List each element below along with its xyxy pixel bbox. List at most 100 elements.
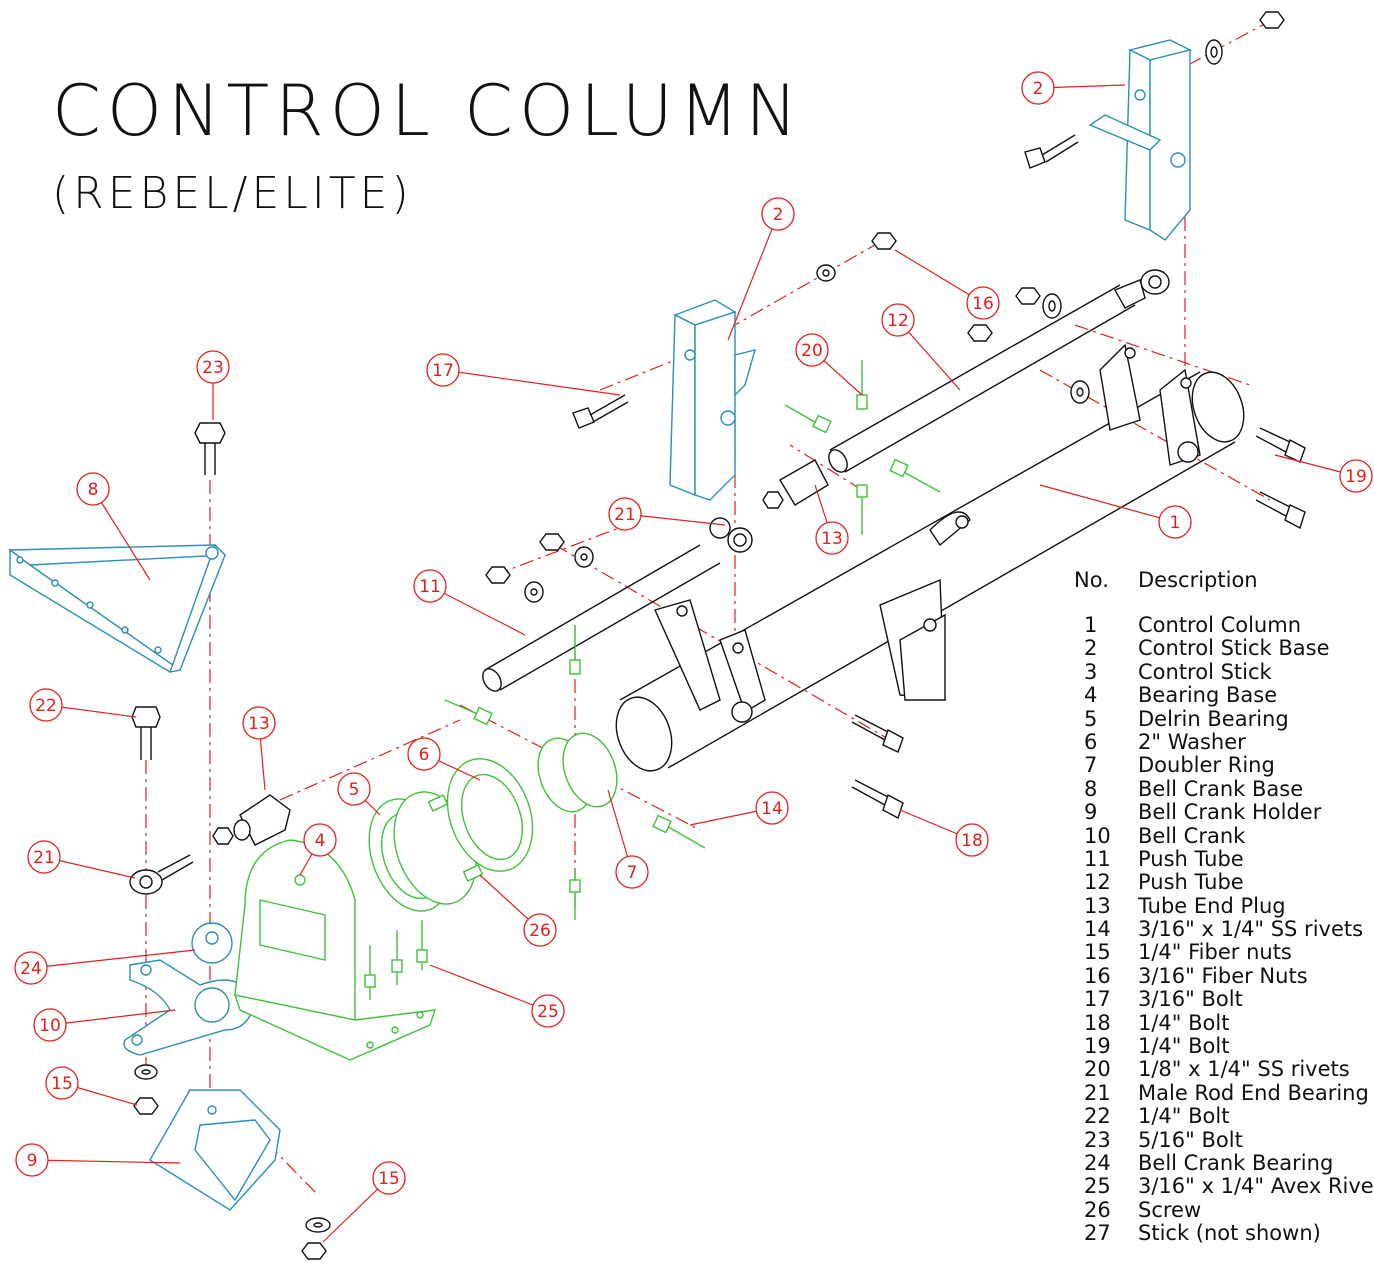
part-description: 1/4" Bolt — [1138, 1035, 1230, 1059]
callout-circle — [755, 791, 789, 825]
part-description: Tube End Plug — [1138, 894, 1286, 918]
callout-label: 2 — [1033, 79, 1044, 99]
callout-balloon: 26 — [523, 913, 557, 947]
part-description: Delrin Bearing — [1138, 707, 1289, 731]
part-number: 9 — [1084, 800, 1098, 825]
part-number: 6 — [1084, 729, 1098, 754]
callout-label: 13 — [248, 714, 270, 734]
drawing-title: CONTROL COLUMN — [52, 70, 804, 152]
part-description: Control Stick — [1138, 660, 1272, 684]
callout-balloon: 13 — [242, 706, 276, 740]
part-number: 19 — [1084, 1034, 1111, 1059]
callout-circle — [407, 737, 441, 771]
callout-balloon: 10 — [33, 1008, 67, 1042]
callout-circle — [1339, 459, 1373, 493]
callout-circle — [531, 994, 565, 1028]
part-number: 5 — [1084, 706, 1098, 731]
part-description: 1/8" x 1/4" SS rivets — [1138, 1058, 1350, 1082]
callout-leader-line — [894, 249, 984, 304]
part-number: 16 — [1084, 963, 1111, 988]
callout-label: 1 — [1170, 513, 1181, 533]
callout-balloon: 12 — [881, 303, 915, 337]
callout-balloon: 7 — [615, 855, 649, 889]
header-description: Description — [1138, 568, 1258, 592]
callout-label: 5 — [349, 780, 360, 800]
control-column-tube — [615, 343, 1245, 772]
part-number: 13 — [1084, 893, 1111, 918]
callout-label: 13 — [821, 529, 843, 549]
part-number: 11 — [1084, 846, 1111, 871]
part-description: Male Rod End Bearing — [1138, 1081, 1369, 1105]
part-description: 2" Washer — [1138, 730, 1246, 754]
part-number: 18 — [1084, 1010, 1111, 1035]
parts-table-row: 11 Push Tube — [1074, 846, 1374, 871]
part-number: 17 — [1084, 987, 1111, 1012]
callout-label: 10 — [39, 1016, 61, 1036]
callout-leader-line — [1039, 484, 1176, 523]
part-description: Doubler Ring — [1138, 754, 1275, 778]
parts-table-row: 5 Delrin Bearing — [1074, 706, 1374, 731]
drawing-subtitle: (REBEL/ELITE) — [52, 168, 413, 219]
callout-circle — [196, 350, 230, 384]
callout-label: 16 — [972, 294, 994, 314]
callout-label: 14 — [761, 799, 783, 819]
callout-circle — [523, 913, 557, 947]
callout-balloon: 4 — [303, 823, 337, 857]
callout-label: 19 — [1345, 467, 1367, 487]
parts-table-row: 1 Control Column — [1074, 613, 1374, 637]
callout-circle — [76, 472, 110, 506]
callout-label: 23 — [202, 358, 224, 378]
callout-label: 24 — [20, 959, 42, 979]
callout-balloon: 9 — [15, 1143, 49, 1177]
part-description: 1/4" Fiber nuts — [1138, 941, 1292, 965]
callout-leader-line — [624, 513, 726, 526]
callout-circle — [761, 197, 795, 231]
part-number: 14 — [1084, 917, 1111, 942]
part-description: Control Column — [1138, 614, 1302, 637]
part-description: Screw — [1138, 1198, 1202, 1222]
part-description: Push Tube — [1138, 871, 1244, 895]
part-description: Push Tube — [1138, 847, 1244, 871]
parts-table-row: 16 3/16" Fiber Nuts — [1074, 963, 1374, 988]
callout-balloon: 16 — [966, 286, 1000, 320]
parts-table-row: 6 2" Washer — [1074, 729, 1374, 754]
blue-parts — [7, 39, 1193, 1211]
part-description: Bell Crank Bearing — [1138, 1151, 1334, 1175]
callout-balloon: 2 — [1021, 71, 1055, 105]
callout-balloon: 11 — [413, 569, 447, 603]
callout-circle — [955, 823, 989, 857]
callout-label: 17 — [432, 361, 454, 381]
part-number: 22 — [1084, 1104, 1111, 1129]
callout-label: 21 — [614, 505, 636, 525]
callout-label: 7 — [627, 863, 638, 883]
callout-balloon: 18 — [955, 823, 989, 857]
callout-label: 18 — [961, 831, 983, 851]
part-number: 23 — [1084, 1127, 1111, 1152]
part-number: 25 — [1084, 1174, 1111, 1199]
part-number: 1 — [1084, 613, 1098, 637]
callout-circle — [372, 1161, 406, 1195]
push-tubes — [482, 269, 1170, 692]
part-number: 26 — [1084, 1197, 1111, 1222]
callout-circle — [1021, 71, 1055, 105]
part-description: Bell Crank — [1138, 824, 1246, 848]
header-no: No. — [1074, 568, 1109, 592]
callout-label: 25 — [537, 1002, 559, 1022]
part-description: 3/16" Fiber Nuts — [1138, 964, 1308, 988]
callout-balloon: 22 — [29, 688, 63, 722]
callout-balloon: 2 — [761, 197, 795, 231]
callout-balloon: 15 — [372, 1161, 406, 1195]
callout-balloon: 5 — [337, 772, 371, 806]
callout-circle — [242, 706, 276, 740]
callout-leader-line — [31, 1159, 181, 1164]
